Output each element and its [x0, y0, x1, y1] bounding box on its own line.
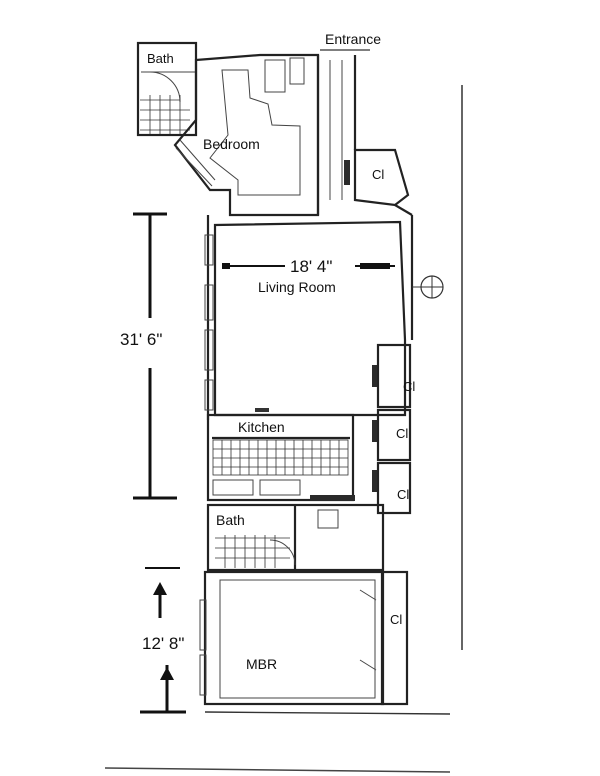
bath-mid-label: Bath	[216, 512, 245, 528]
kitchen-tiles	[212, 439, 355, 501]
mid-bath-walls	[206, 503, 385, 572]
mid-bath-tiles	[215, 535, 290, 568]
dimension-18-4	[222, 263, 395, 269]
dimension-31-6	[133, 212, 177, 500]
bottom-rule	[104, 767, 451, 773]
closet-top-label: Cl	[372, 167, 385, 182]
mbr-bottom-wall	[204, 711, 451, 715]
kitchen-label: Kitchen	[238, 419, 285, 435]
top-closet-walls	[344, 148, 410, 207]
living-room-label: Living Room	[258, 279, 336, 295]
living-room-walls	[204, 204, 414, 420]
bedroom-label: Bedroom	[203, 136, 260, 152]
closet-2-label: Cl	[396, 426, 409, 441]
dimension-main-length-label: 31' 6"	[118, 330, 165, 349]
entrance-label: Entrance	[325, 31, 382, 47]
mbr-walls	[199, 570, 409, 706]
dimension-living-width-label: 18' 4"	[288, 257, 335, 276]
compass-symbol	[412, 275, 444, 299]
closet-3-label: Cl	[397, 487, 410, 502]
closet-1-label: Cl	[403, 379, 416, 394]
closet-4-label: Cl	[390, 612, 403, 627]
dimension-mbr-length-label: 12' 8"	[140, 634, 187, 653]
bath-top-label: Bath	[147, 51, 174, 66]
entrance-corridor	[316, 55, 357, 215]
top-bath-tiles	[140, 95, 190, 134]
bedroom-walls	[173, 53, 320, 217]
mbr-label: MBR	[246, 656, 278, 672]
right-closets-walls	[372, 343, 412, 515]
kitchen-walls	[206, 408, 355, 502]
dimension-12-8	[140, 567, 186, 714]
